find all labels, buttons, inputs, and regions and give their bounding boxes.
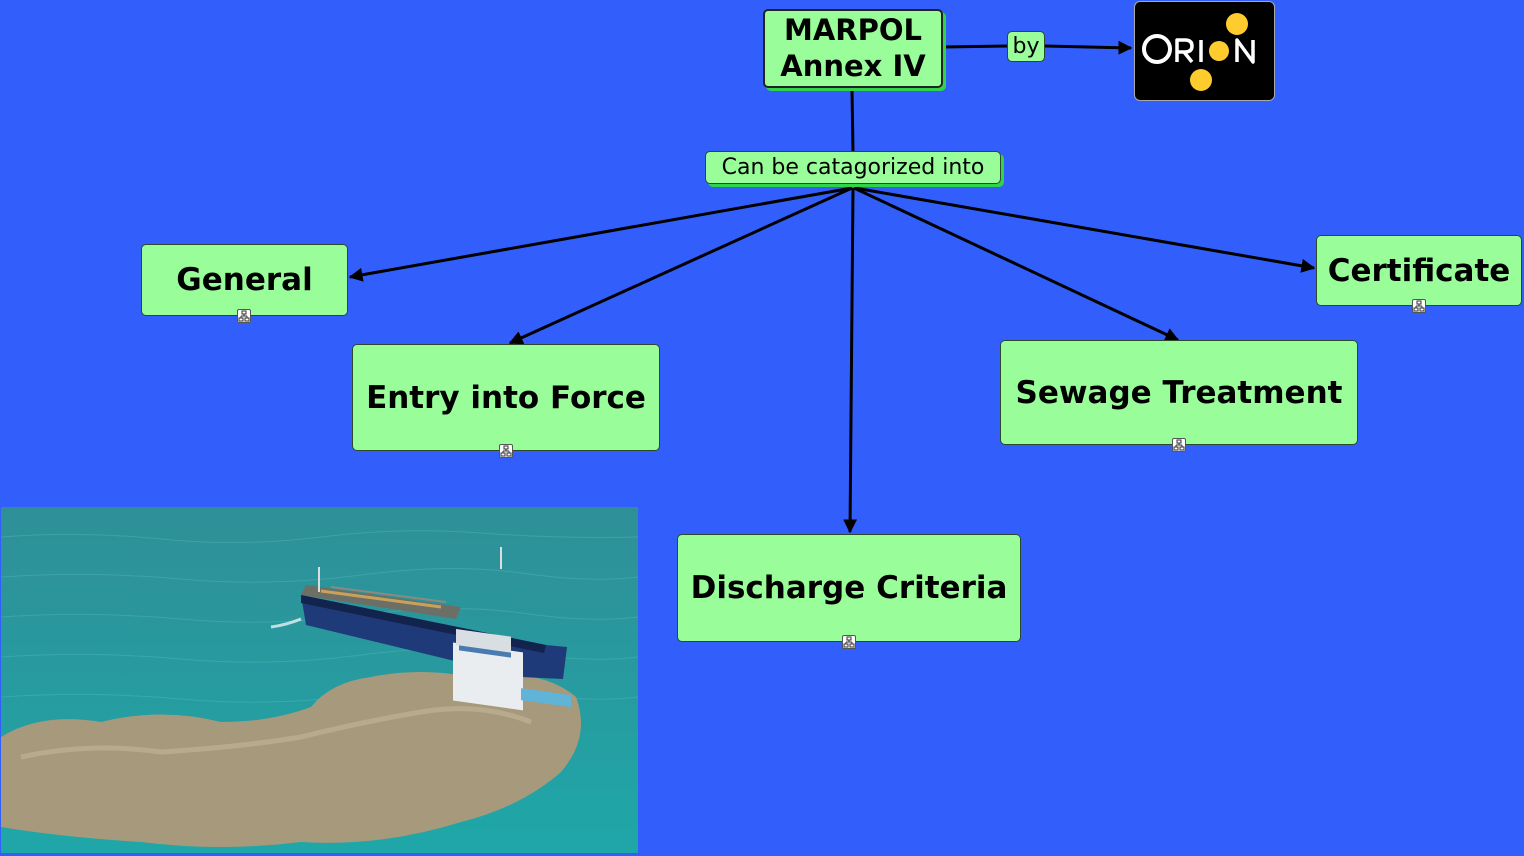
topic-entry-into-force[interactable]: Entry into Force bbox=[352, 344, 660, 451]
edge-root-to-linker bbox=[850, 89, 855, 153]
ship-photo-image bbox=[1, 507, 638, 853]
orion-logo[interactable] bbox=[1134, 1, 1275, 101]
submap-icon[interactable] bbox=[237, 309, 251, 323]
edge-to-discharge-criteria bbox=[843, 187, 858, 534]
edge-to-certificate bbox=[854, 186, 1316, 273]
root-concept-marpol-annex-iv[interactable]: MARPOL Annex IV bbox=[763, 9, 943, 88]
ship-discharging-sewage-photo bbox=[1, 507, 638, 853]
topic-general[interactable]: General bbox=[141, 244, 348, 316]
topic-discharge-criteria[interactable]: Discharge Criteria bbox=[677, 534, 1021, 642]
edge-to-general bbox=[348, 186, 853, 282]
linking-phrase-can-be-categorized-into[interactable]: Can be catagorized into bbox=[705, 151, 1001, 184]
topic-certificate[interactable]: Certificate bbox=[1316, 235, 1522, 306]
edge-root-to-by bbox=[942, 44, 1009, 49]
edge-to-entry-into-force bbox=[508, 186, 853, 345]
submap-icon[interactable] bbox=[1412, 299, 1426, 313]
orion-logo-icon bbox=[1142, 13, 1255, 91]
edge-to-sewage-treatment bbox=[853, 186, 1180, 342]
submap-icon[interactable] bbox=[1172, 438, 1186, 452]
submap-icon[interactable] bbox=[842, 635, 856, 649]
topic-sewage-treatment[interactable]: Sewage Treatment bbox=[1000, 340, 1358, 445]
submap-icon[interactable] bbox=[499, 444, 513, 458]
linking-phrase-by[interactable]: by bbox=[1007, 31, 1045, 62]
edge-by-to-logo bbox=[1044, 40, 1133, 55]
